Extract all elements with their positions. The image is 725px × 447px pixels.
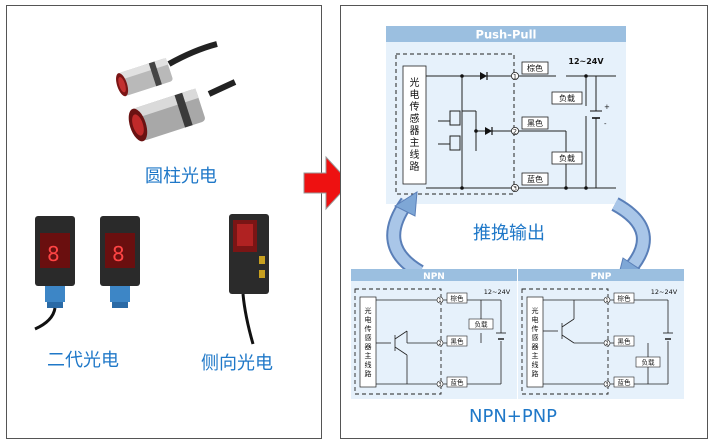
svg-text:传: 传 xyxy=(532,324,539,333)
svg-text:12~24V: 12~24V xyxy=(484,288,511,296)
svg-text:电: 电 xyxy=(410,88,420,101)
svg-text:负载: 负载 xyxy=(642,358,656,367)
svg-text:光: 光 xyxy=(365,306,372,315)
svg-text:光: 光 xyxy=(410,76,420,89)
svg-text:负载: 负载 xyxy=(559,153,575,163)
svg-text:1: 1 xyxy=(438,298,441,304)
svg-text:电: 电 xyxy=(365,315,372,324)
svg-text:黑色: 黑色 xyxy=(451,337,465,346)
caption-side: 侧向光电 xyxy=(201,353,273,374)
svg-text:线: 线 xyxy=(410,148,420,161)
svg-text:主: 主 xyxy=(532,351,539,360)
svg-text:2: 2 xyxy=(605,341,608,347)
svg-text:蓝色: 蓝色 xyxy=(618,378,632,387)
product-panel: 圆柱光电 8 8 二代光电 侧向光电 xyxy=(6,5,322,439)
svg-text:12~24V: 12~24V xyxy=(568,57,604,66)
svg-text:感: 感 xyxy=(532,333,539,342)
svg-text:线: 线 xyxy=(365,360,372,369)
svg-text:蓝色: 蓝色 xyxy=(451,378,465,387)
svg-text:1: 1 xyxy=(513,72,517,80)
sensor-circuit-label: 光 电 传 感 器 主 线 路 xyxy=(410,76,420,173)
gen2-sensor-image: 8 8 xyxy=(34,216,140,331)
svg-text:蓝色: 蓝色 xyxy=(527,174,543,184)
svg-text:路: 路 xyxy=(532,369,539,378)
svg-text:-: - xyxy=(604,120,607,128)
push-pull-title: Push-Pull xyxy=(476,28,537,42)
pnp-diagram: PNP 光 电 传 感 器 主 线 路 xyxy=(518,269,684,399)
svg-text:光: 光 xyxy=(532,306,539,315)
svg-text:12~24V: 12~24V xyxy=(651,288,678,296)
caption-gen2: 二代光电 xyxy=(47,350,119,371)
svg-text:主: 主 xyxy=(410,137,420,149)
svg-text:负载: 负载 xyxy=(559,93,575,103)
svg-text:器: 器 xyxy=(365,343,372,351)
svg-text:黑色: 黑色 xyxy=(527,118,543,128)
svg-text:棕色: 棕色 xyxy=(618,294,632,303)
side-sensor-image xyxy=(229,214,269,345)
svg-text:传: 传 xyxy=(410,101,420,113)
svg-text:路: 路 xyxy=(410,160,420,173)
caption-cylindrical: 圆柱光电 xyxy=(145,166,217,187)
circuit-panel: Push-Pull 光 电 传 感 器 主 线 路 xyxy=(340,5,708,439)
cylindrical-sensor-image xyxy=(116,41,237,142)
svg-text:器: 器 xyxy=(532,343,539,351)
svg-text:负载: 负载 xyxy=(475,320,489,329)
svg-text:NPN: NPN xyxy=(423,272,445,282)
svg-text:8: 8 xyxy=(47,242,60,266)
cycle-arrows xyxy=(386,191,651,283)
svg-text:电: 电 xyxy=(532,315,539,324)
svg-text:棕色: 棕色 xyxy=(451,294,465,303)
svg-text:感: 感 xyxy=(410,112,420,125)
caption-push-pull: 推挽输出 xyxy=(473,223,545,244)
push-pull-diagram: Push-Pull 光 电 传 感 器 主 线 路 xyxy=(386,26,626,204)
svg-text:感: 感 xyxy=(365,333,372,342)
red-right-arrow xyxy=(303,155,351,211)
svg-text:主: 主 xyxy=(365,351,372,360)
svg-text:路: 路 xyxy=(365,369,372,378)
svg-text:2: 2 xyxy=(513,127,517,135)
svg-text:线: 线 xyxy=(532,360,539,369)
svg-text:器: 器 xyxy=(410,125,420,137)
svg-text:黑色: 黑色 xyxy=(618,337,632,346)
svg-text:2: 2 xyxy=(438,341,441,347)
npn-diagram: NPN 光 电 传 感 器 主 线 路 xyxy=(351,269,517,399)
svg-text:PNP: PNP xyxy=(591,272,612,282)
svg-text:1: 1 xyxy=(605,298,608,304)
svg-text:3: 3 xyxy=(605,382,608,388)
svg-text:棕色: 棕色 xyxy=(527,63,543,73)
svg-text:传: 传 xyxy=(365,324,372,333)
caption-npn-pnp: NPN+PNP xyxy=(469,406,558,427)
svg-text:+: + xyxy=(604,103,610,111)
svg-text:3: 3 xyxy=(513,184,517,192)
svg-text:8: 8 xyxy=(112,242,125,266)
svg-text:3: 3 xyxy=(438,382,441,388)
